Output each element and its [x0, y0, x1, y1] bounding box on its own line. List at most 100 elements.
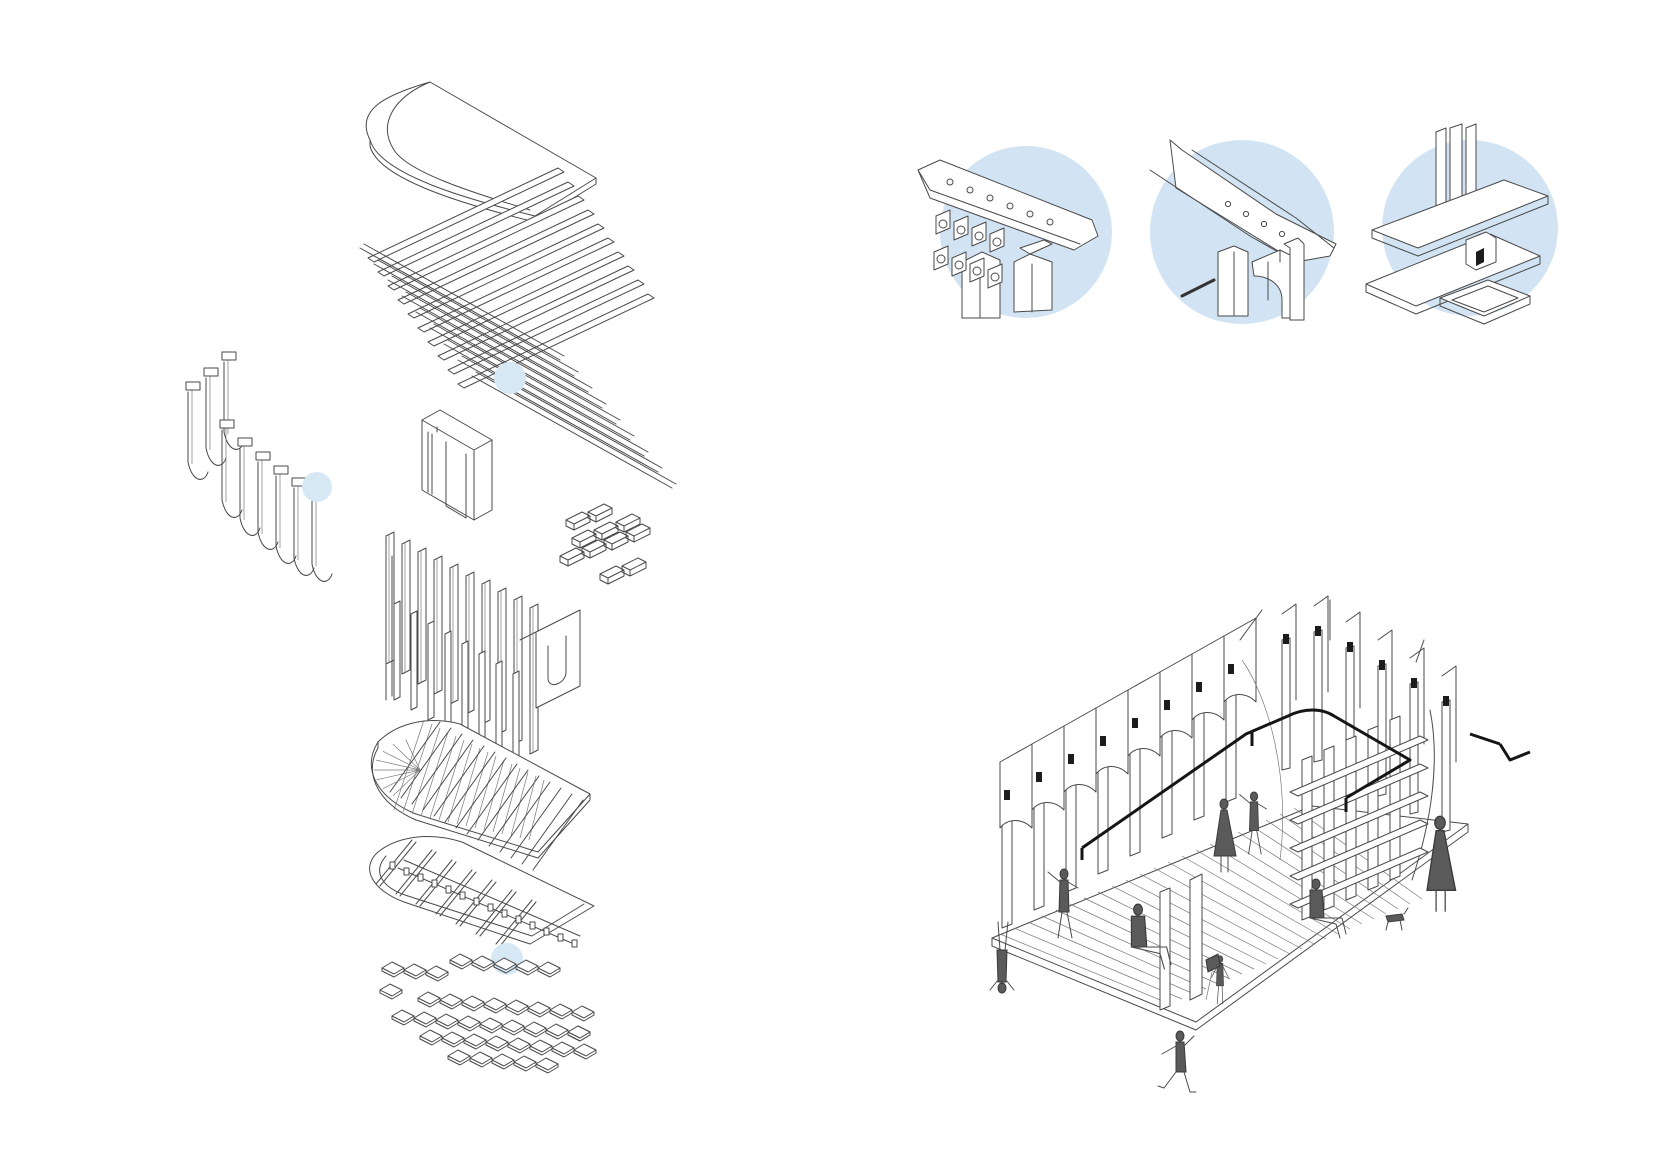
- curtain-clip: [273, 465, 289, 475]
- curtain: [1223, 617, 1257, 703]
- curtain-clip: [219, 419, 235, 429]
- roof-beam: [427, 251, 625, 347]
- bolt-hole: [1278, 230, 1286, 238]
- wall-post: [444, 630, 452, 731]
- floor-frame: [369, 836, 595, 948]
- arched-panel: [535, 609, 581, 709]
- curtain-clip: [203, 367, 219, 377]
- roof-beam: [447, 279, 645, 375]
- clamp-ring: [954, 260, 964, 270]
- curtain-edge: [1411, 709, 1435, 881]
- bolt-hole: [1006, 202, 1014, 210]
- frame-connector: [403, 867, 410, 876]
- assembled-lattice: [1159, 715, 1429, 1011]
- block: [625, 523, 651, 537]
- curtain: [187, 391, 209, 480]
- frame-connector: [571, 939, 578, 948]
- curtain-clip: [237, 437, 253, 447]
- clip: [1443, 696, 1449, 706]
- wall-posts: [385, 531, 581, 771]
- clamp-ring: [992, 237, 1002, 247]
- curtain-clip: [185, 381, 201, 391]
- frame-connector: [487, 903, 494, 912]
- post: [1281, 637, 1291, 771]
- bolt-hole: [1260, 220, 1268, 228]
- roof-beams: [359, 167, 677, 489]
- lattice-rail: [1289, 763, 1429, 825]
- bolt-hole: [1224, 200, 1232, 208]
- bolt-hole: [966, 186, 974, 194]
- wall-post: [393, 600, 401, 701]
- clamp-ring: [936, 254, 946, 264]
- curtain: [1159, 653, 1193, 739]
- curtain: [1095, 689, 1129, 775]
- exploded-axonometric: [185, 81, 677, 1074]
- clip: [1411, 678, 1417, 688]
- block: [603, 531, 629, 545]
- joint-detail-1: [917, 146, 1112, 319]
- wall-post: [385, 531, 395, 665]
- deck-outline: [370, 720, 591, 853]
- curtain: [257, 461, 279, 550]
- roof-beam: [387, 195, 585, 291]
- frame-outline: [369, 836, 595, 945]
- wall-post: [410, 610, 418, 711]
- clip: [1036, 772, 1042, 782]
- post: [1441, 699, 1451, 833]
- lattice-post: [1345, 735, 1357, 901]
- person: [1426, 815, 1457, 912]
- bolt-hole: [1242, 210, 1250, 218]
- clip: [1283, 634, 1289, 644]
- wall-post: [417, 547, 427, 685]
- block: [571, 529, 597, 543]
- person: [1211, 955, 1229, 1005]
- lattice-post: [1367, 725, 1379, 891]
- frame-connector: [529, 921, 536, 930]
- people: [989, 791, 1457, 1093]
- wall-post: [401, 539, 411, 675]
- bolt-hole: [1026, 210, 1034, 218]
- block: [559, 547, 585, 561]
- curtain: [1127, 671, 1161, 757]
- roof-beam: [367, 167, 565, 263]
- wall-post: [433, 555, 443, 695]
- block: [581, 539, 607, 553]
- clip: [1068, 754, 1074, 764]
- curtain-clip: [221, 351, 237, 361]
- curtain: [223, 361, 245, 450]
- assembled-walls: [999, 595, 1457, 929]
- clip: [1100, 736, 1106, 746]
- curtain: [293, 487, 315, 576]
- bolt-hole: [986, 194, 994, 202]
- person: [1309, 878, 1347, 939]
- frame-connector: [431, 879, 438, 888]
- block: [587, 503, 613, 517]
- clamp-ring: [938, 219, 948, 229]
- curtain: [205, 377, 227, 466]
- lattice-post: [1323, 745, 1335, 911]
- dog: [1385, 907, 1409, 931]
- clip: [1132, 718, 1138, 728]
- curtain-clip: [255, 451, 271, 461]
- clip: [1164, 700, 1170, 710]
- frame-connector: [515, 915, 522, 924]
- curtain: [1063, 707, 1097, 793]
- person-handstand: [989, 921, 1015, 994]
- post: [1189, 873, 1203, 1001]
- bolt-hole: [946, 178, 954, 186]
- person: [1213, 798, 1237, 873]
- floor-deck: [370, 719, 591, 871]
- roof-beam: [377, 181, 575, 277]
- block: [621, 557, 647, 571]
- block: [593, 521, 619, 535]
- clamp-ring: [974, 231, 984, 241]
- clip: [1347, 642, 1353, 652]
- bolt-hole: [1046, 218, 1054, 226]
- clamp-ring: [990, 272, 1000, 282]
- clip: [1228, 664, 1234, 674]
- frame-connector: [389, 861, 396, 870]
- joint-detail-3: [1365, 123, 1558, 325]
- frame-connector: [543, 927, 550, 936]
